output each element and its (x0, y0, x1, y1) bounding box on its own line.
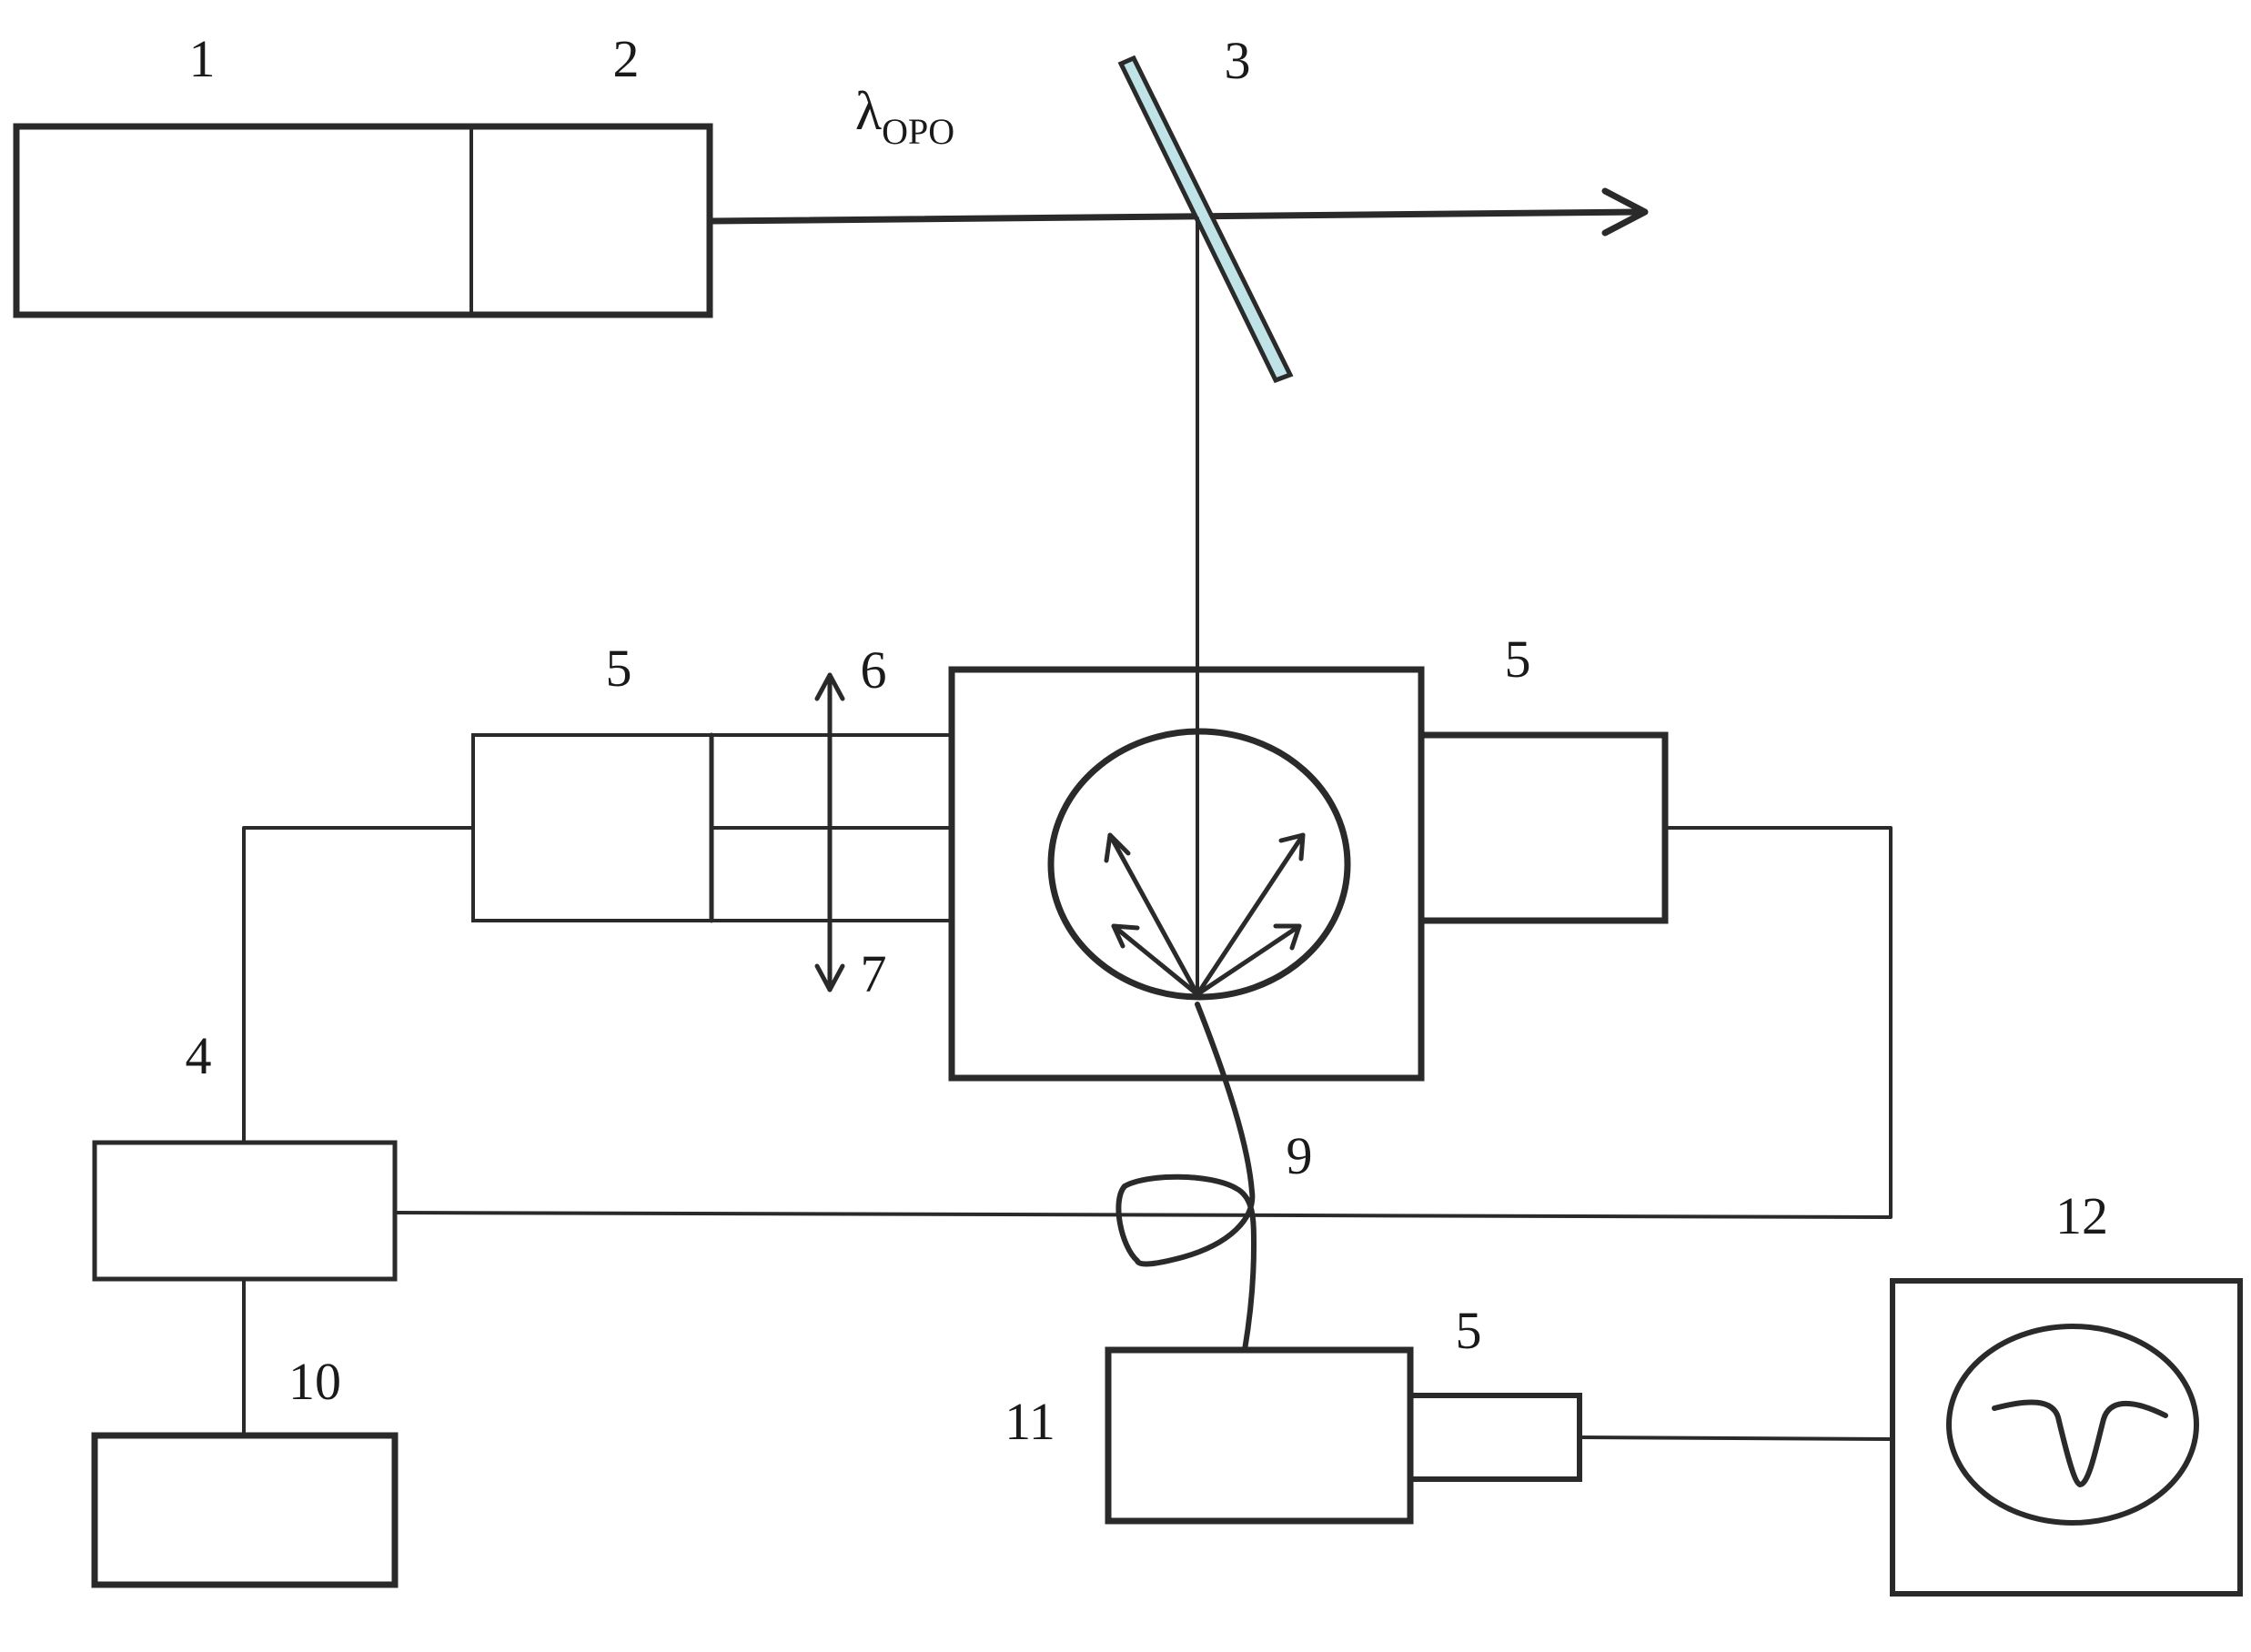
label-12: 12 (2055, 1186, 2108, 1245)
label-2: 2 (613, 29, 640, 88)
spectrometer-box-11 (1105, 1346, 1582, 1525)
oscilloscope-trace (1992, 1399, 2168, 1487)
label-5-right: 5 (1505, 630, 1531, 689)
label-10: 10 (288, 1352, 341, 1411)
translation-arrow (814, 672, 845, 992)
label-1: 1 (189, 29, 216, 88)
beam-subscript: OPO (882, 111, 954, 152)
label-9: 9 (1287, 1126, 1313, 1185)
sample-sphere (1047, 728, 1351, 1001)
beam-symbol: λ (855, 81, 882, 141)
spectrometer-detector (1408, 1393, 1582, 1482)
laser-box (13, 123, 713, 318)
right-detector-wire (393, 826, 1893, 1219)
controller-box-4 (92, 1140, 398, 1282)
label-3: 3 (1225, 31, 1251, 90)
scattering-arrows (1104, 832, 1306, 997)
beam-arrowhead (1601, 187, 1649, 237)
label-4: 4 (186, 1026, 212, 1085)
box-10 (91, 1432, 399, 1588)
optical-fiber (1115, 1002, 1257, 1353)
label-11: 11 (1004, 1392, 1055, 1451)
label-7: 7 (861, 944, 887, 1003)
spectrometer-to-oscilloscope-wire (1578, 1435, 1894, 1441)
label-6: 6 (861, 640, 887, 700)
oscilloscope-12 (1890, 1278, 2243, 1597)
opo-output-beam (708, 187, 1649, 237)
laser-opo-unit (13, 123, 713, 318)
beam-label: λOPO (855, 81, 954, 152)
left-detector (471, 732, 954, 923)
beam-splitter-mirror (1117, 55, 1294, 384)
label-5-bottom: 5 (1456, 1301, 1482, 1360)
left-detector-wire (242, 826, 473, 1144)
label-5-left: 5 (606, 639, 632, 698)
right-detector (1418, 731, 1669, 924)
